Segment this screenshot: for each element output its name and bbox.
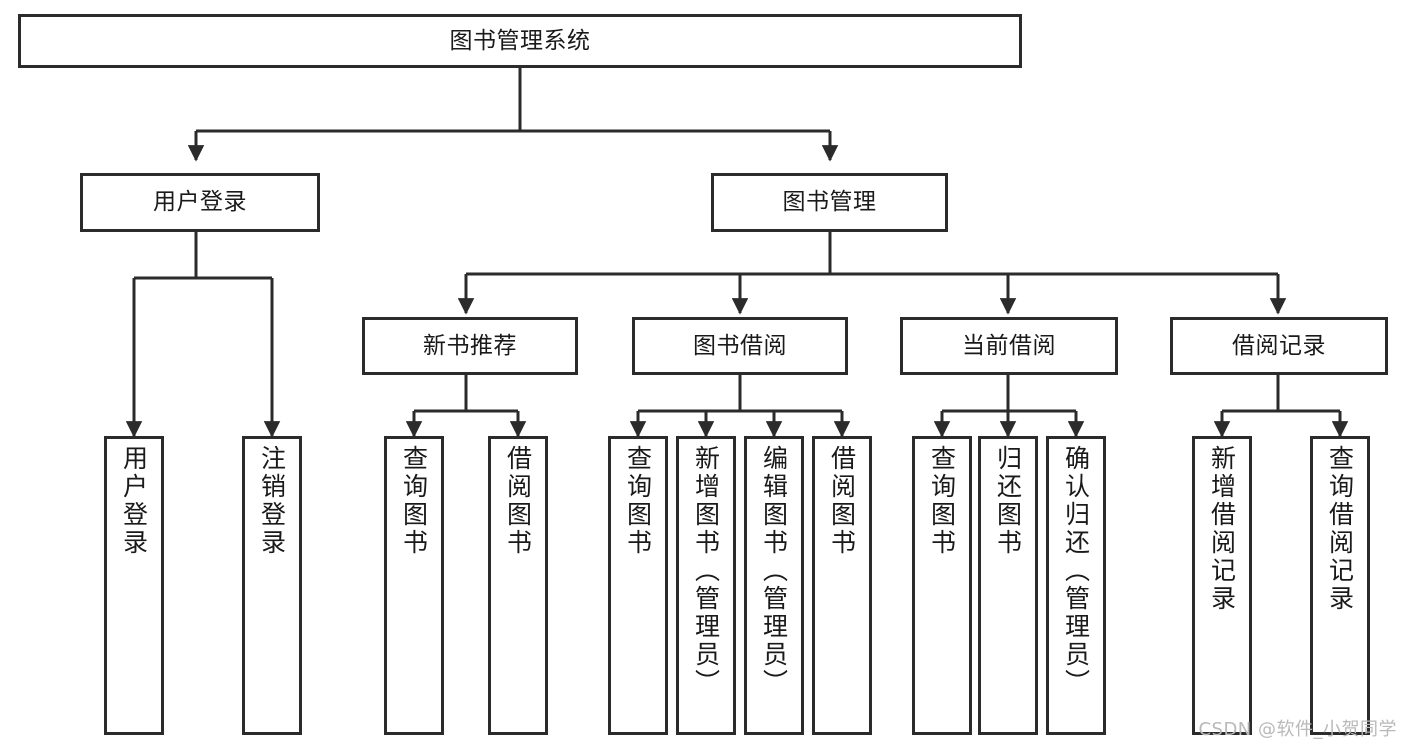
- leaf-book-borrow-edit[interactable]: 编辑图书（管理员）: [744, 436, 804, 735]
- leaf-borrow-record-add-label: 新增借阅记录: [1207, 445, 1237, 613]
- leaf-borrow-record-add[interactable]: 新增借阅记录: [1192, 436, 1252, 735]
- leaf-book-borrow-query-label: 查询图书: [623, 445, 653, 557]
- leaf-user-login-login-label: 用户登录: [119, 445, 149, 557]
- leaf-current-borrow-confirm[interactable]: 确认归还（管理员）: [1046, 436, 1106, 735]
- leaf-book-borrow-edit-label: 编辑图书（管理员）: [759, 445, 789, 697]
- leaf-book-borrow-add[interactable]: 新增图书（管理员）: [676, 436, 736, 735]
- leaf-current-borrow-return[interactable]: 归还图书: [978, 436, 1038, 735]
- leaf-user-login-login[interactable]: 用户登录: [104, 436, 164, 735]
- node-user-login[interactable]: 用户登录: [80, 173, 320, 232]
- node-root-label: 图书管理系统: [449, 27, 591, 54]
- leaf-borrow-record-query[interactable]: 查询借阅记录: [1310, 436, 1370, 735]
- leaf-book-borrow-borrow[interactable]: 借阅图书: [812, 436, 872, 735]
- node-current-borrow-label: 当前借阅: [962, 332, 1056, 359]
- node-new-book-recommend-label: 新书推荐: [423, 332, 517, 359]
- leaf-book-borrow-borrow-label: 借阅图书: [827, 445, 857, 557]
- node-book-management-label: 图书管理: [782, 189, 877, 216]
- node-new-book-recommend[interactable]: 新书推荐: [362, 317, 578, 375]
- node-borrow-record-label: 借阅记录: [1232, 332, 1326, 359]
- leaf-new-book-query-label: 查询图书: [399, 445, 429, 557]
- node-book-management[interactable]: 图书管理: [711, 173, 948, 232]
- leaf-book-borrow-query[interactable]: 查询图书: [608, 436, 668, 735]
- leaf-current-borrow-return-label: 归还图书: [993, 445, 1023, 557]
- node-root[interactable]: 图书管理系统: [18, 14, 1022, 68]
- leaf-current-borrow-query-label: 查询图书: [927, 445, 957, 557]
- leaf-user-login-logout[interactable]: 注销登录: [242, 436, 302, 735]
- node-borrow-record[interactable]: 借阅记录: [1170, 317, 1388, 375]
- node-current-borrow[interactable]: 当前借阅: [900, 317, 1118, 375]
- node-user-login-label: 用户登录: [153, 189, 247, 216]
- leaf-new-book-query[interactable]: 查询图书: [384, 436, 444, 735]
- node-book-borrow-label: 图书借阅: [693, 332, 787, 359]
- leaf-current-borrow-confirm-label: 确认归还（管理员）: [1061, 445, 1091, 697]
- node-book-borrow[interactable]: 图书借阅: [632, 317, 848, 375]
- leaf-new-book-borrow-label: 借阅图书: [503, 445, 533, 557]
- leaf-user-login-logout-label: 注销登录: [257, 445, 287, 557]
- watermark-text: CSDN @软件_小贺同学: [1198, 719, 1397, 740]
- leaf-book-borrow-add-label: 新增图书（管理员）: [691, 445, 721, 697]
- leaf-current-borrow-query[interactable]: 查询图书: [912, 436, 972, 735]
- leaf-new-book-borrow[interactable]: 借阅图书: [488, 436, 548, 735]
- leaf-borrow-record-query-label: 查询借阅记录: [1325, 445, 1355, 613]
